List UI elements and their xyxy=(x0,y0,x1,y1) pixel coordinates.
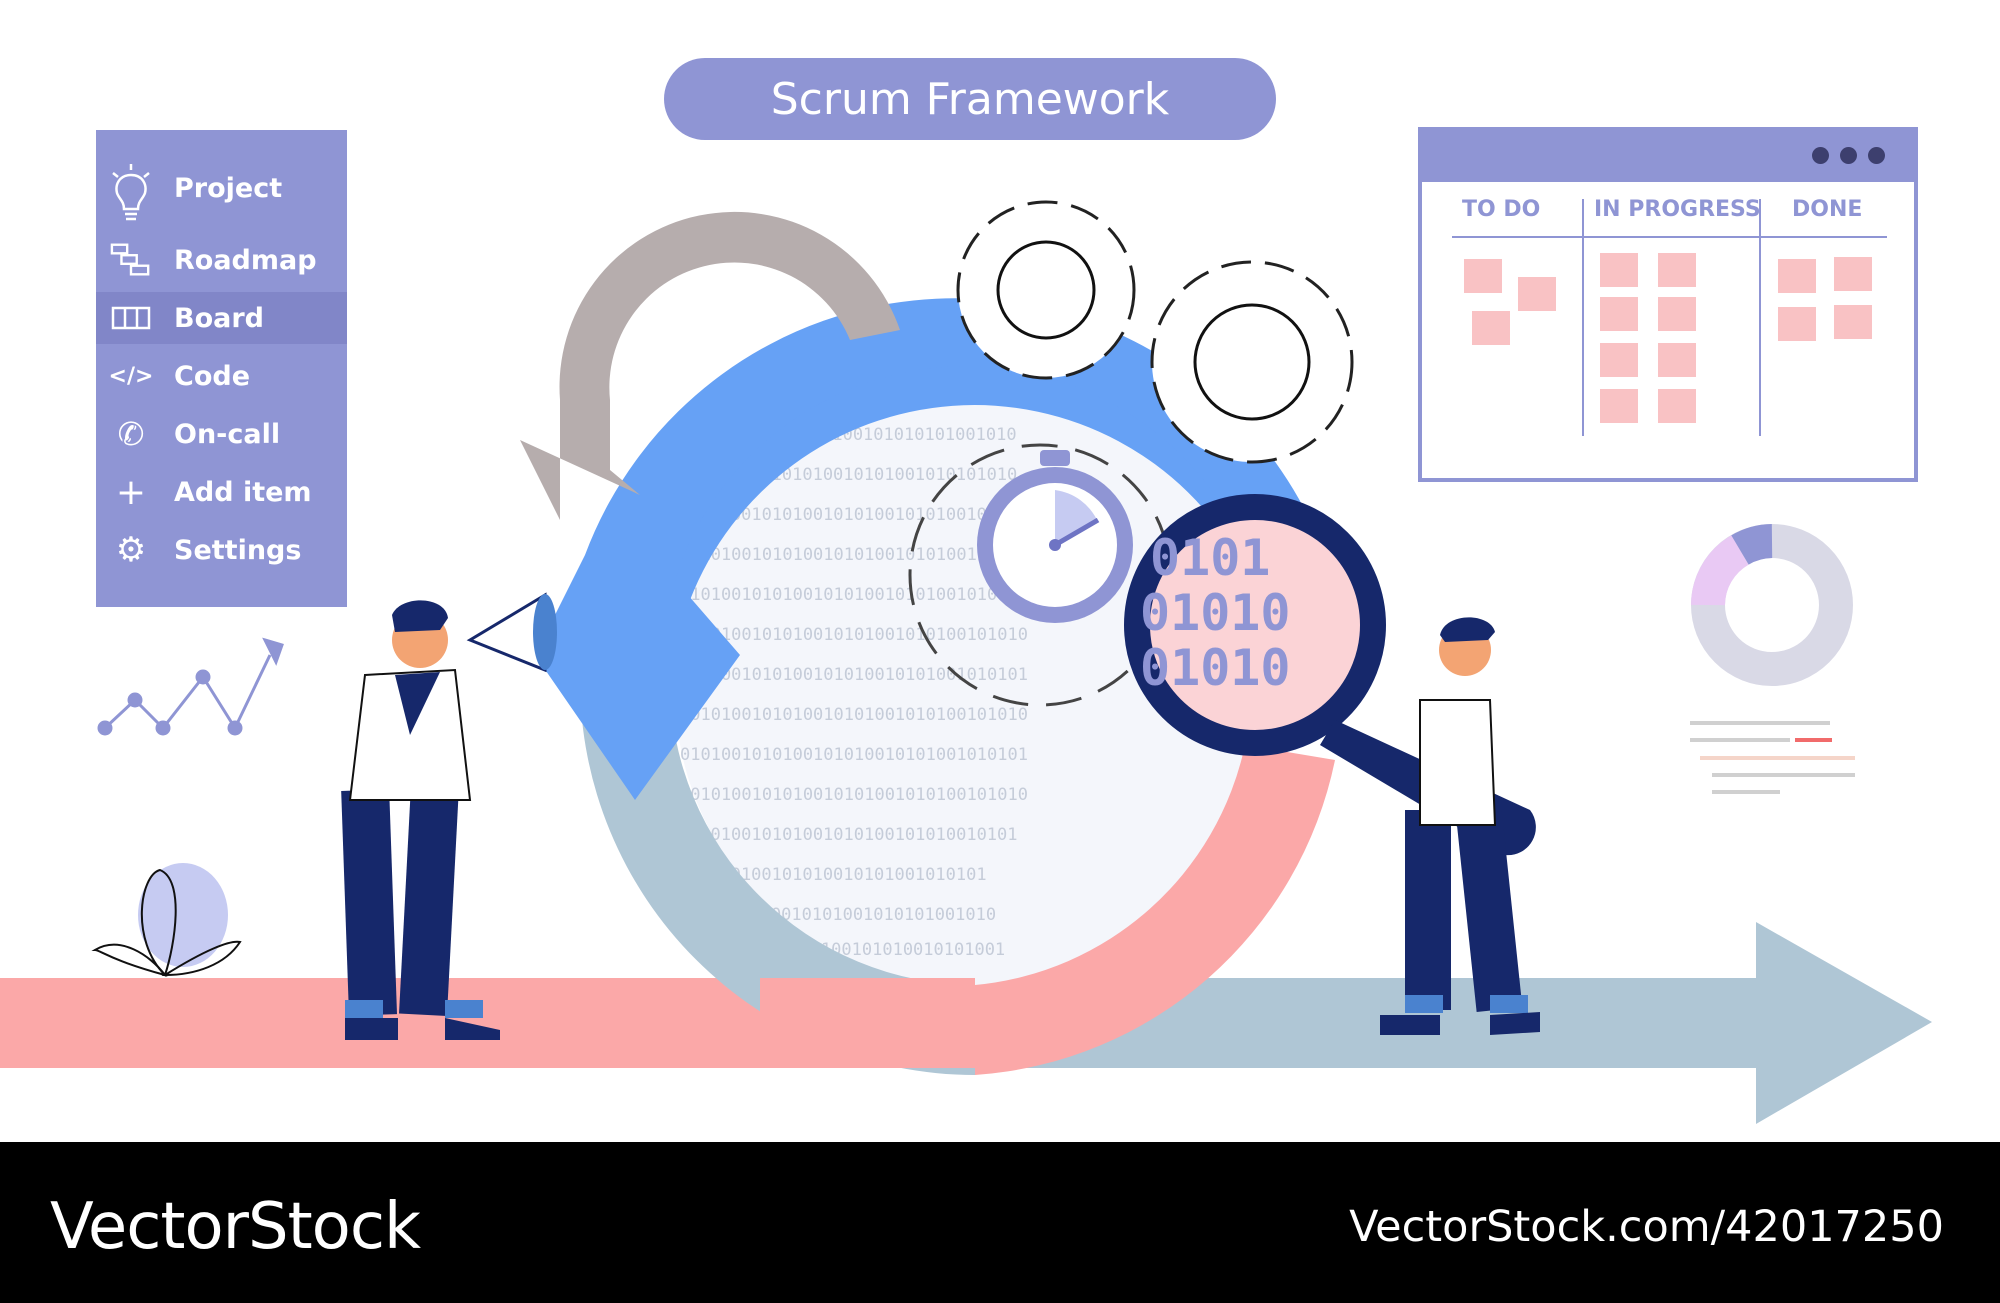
sidebar-item-label: Board xyxy=(174,302,264,334)
sidebar-item-label: Roadmap xyxy=(174,244,317,276)
svg-text:101010010101001010100101010010: 101010010101001010100101010010101 xyxy=(680,545,1018,565)
lower-arc xyxy=(580,680,975,1075)
svg-text:101010010101001010100101010010: 1010100101010010101001010100101010 xyxy=(680,705,1028,725)
sidebar-item-label: On-call xyxy=(174,418,281,450)
board-divider xyxy=(1582,199,1584,436)
window-dot-icon[interactable] xyxy=(1812,147,1829,164)
plant-icon xyxy=(91,863,242,977)
sidebar: Project Roadmap Board </> Code ✆ On-call xyxy=(96,130,347,607)
scrum-illustration: 0101001010100101010101001010 10101001010… xyxy=(0,200,1932,1124)
column-header-todo: TO DO xyxy=(1462,197,1541,222)
svg-text:010100101010010101001010100101: 0101001010100101010010101001010101 xyxy=(680,665,1028,685)
sidebar-item-board[interactable]: Board xyxy=(96,292,347,344)
sidebar-item-label: Add item xyxy=(174,476,312,508)
sticky-note[interactable] xyxy=(1600,297,1638,331)
board-divider xyxy=(1452,236,1887,238)
sidebar-item-label: Project xyxy=(174,172,283,204)
svg-text:101010010101001010100101010010: 1010100101010010101001010100101010 xyxy=(680,625,1028,645)
svg-text:01010: 01010 xyxy=(1140,584,1291,642)
column-header-done: DONE xyxy=(1792,197,1863,222)
svg-text:101010010101001010100101010010: 1010100101010010101001010100101010 xyxy=(680,785,1028,805)
donut-chart-icon xyxy=(1691,524,1853,686)
person-magnifier xyxy=(1380,617,1540,1035)
kanban-board: TO DO IN PROGRESS DONE xyxy=(1418,127,1918,482)
watermark-footer: VectorStock VectorStock.com/42017250 xyxy=(0,1142,2000,1303)
sidebar-item-label: Code xyxy=(174,360,251,392)
sticky-note[interactable] xyxy=(1600,343,1638,377)
plus-icon: + xyxy=(115,471,147,513)
brand-logo: VectorStock xyxy=(50,1190,421,1264)
svg-text:01010010101001010101001010: 01010010101001010101001010 xyxy=(730,905,996,925)
report-lines-icon xyxy=(1690,721,1855,794)
sticky-note[interactable] xyxy=(1658,297,1696,331)
sticky-note[interactable] xyxy=(1834,257,1872,291)
sticky-note[interactable] xyxy=(1472,311,1510,345)
sidebar-item-label: Settings xyxy=(174,534,302,566)
sidebar-item-add-item[interactable]: + Add item xyxy=(96,466,347,518)
gear-icon: ⚙ xyxy=(115,530,147,570)
svg-text:010100101010010101001010100101: 0101001010100101010010101001010101 xyxy=(680,585,1028,605)
sticky-note[interactable] xyxy=(1658,389,1696,423)
roadmap-icon xyxy=(110,239,152,281)
sidebar-item-on-call[interactable]: ✆ On-call xyxy=(96,408,347,460)
sticky-note[interactable] xyxy=(1600,253,1638,287)
svg-text:01010: 01010 xyxy=(1140,639,1291,697)
column-header-in-progress: IN PROGRESS xyxy=(1594,197,1761,222)
person-megaphone xyxy=(341,592,557,1040)
timeline-arrow xyxy=(600,922,1932,1124)
window-dot-icon[interactable] xyxy=(1840,147,1857,164)
sticky-note[interactable] xyxy=(1778,307,1816,341)
svg-text:0101: 0101 xyxy=(1150,529,1270,587)
sticky-note[interactable] xyxy=(1518,277,1556,311)
svg-text:010100101010010101001010100101: 0101001010100101010010101001010101 xyxy=(680,745,1028,765)
svg-text:010100101010010101001010100101: 01010010101001010100101010010101 xyxy=(690,505,1018,525)
sticky-note[interactable] xyxy=(1834,305,1872,339)
svg-text:010100101010010101001010100101: 01010010101001010100101010010101 xyxy=(690,825,1018,845)
sticky-note[interactable] xyxy=(1600,389,1638,423)
phone-icon: ✆ xyxy=(117,415,145,453)
sidebar-item-project[interactable]: Project xyxy=(96,157,347,221)
sidebar-item-code[interactable]: </> Code xyxy=(96,350,347,402)
sticky-note[interactable] xyxy=(1658,343,1696,377)
pink-join xyxy=(760,978,975,1068)
gear-icon xyxy=(908,200,1354,707)
window-titlebar xyxy=(1422,131,1914,182)
sticky-note[interactable] xyxy=(1464,259,1502,293)
svg-text:1010100101010010101001010101: 1010100101010010101001010101 xyxy=(700,865,987,885)
trend-line-icon xyxy=(97,637,284,736)
stopwatch-icon xyxy=(977,450,1133,623)
source-url: VectorStock.com/42017250 xyxy=(1349,1202,1944,1252)
sidebar-item-roadmap[interactable]: Roadmap xyxy=(96,234,347,286)
board-divider xyxy=(1759,199,1761,436)
page-title: Scrum Framework xyxy=(664,58,1276,140)
sidebar-item-settings[interactable]: ⚙ Settings xyxy=(96,524,347,576)
sticky-note[interactable] xyxy=(1658,253,1696,287)
window-dot-icon[interactable] xyxy=(1868,147,1885,164)
lightbulb-icon xyxy=(110,164,152,221)
sticky-note[interactable] xyxy=(1778,259,1816,293)
pink-arc xyxy=(975,745,1335,1075)
sprint-arrow xyxy=(535,298,1310,800)
code-icon: </> xyxy=(108,363,154,389)
return-arrow xyxy=(520,211,900,521)
board-icon xyxy=(110,297,152,339)
